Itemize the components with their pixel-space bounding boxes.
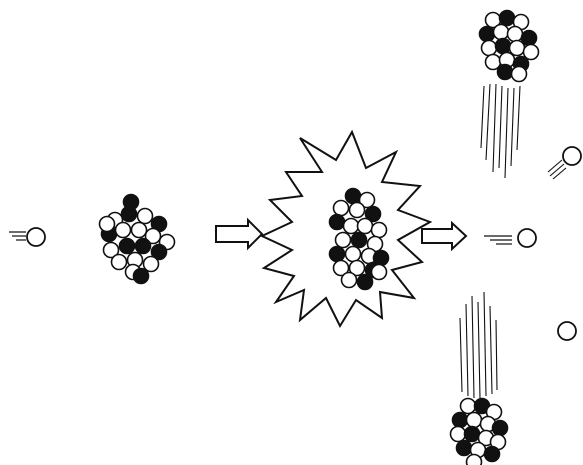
fission-fragment-bottom bbox=[451, 292, 508, 465]
released-neutron-upper bbox=[548, 147, 581, 179]
hollow-arrow-right-icon bbox=[422, 223, 466, 249]
released-neutron-middle bbox=[484, 229, 536, 247]
target-nucleus-icon bbox=[100, 195, 175, 284]
hollow-arrow-right-icon bbox=[216, 220, 262, 248]
motion-lines-icon bbox=[9, 232, 26, 240]
motion-lines-icon bbox=[460, 292, 497, 398]
fission-fragment-top bbox=[480, 11, 539, 179]
incoming-neutron-icon bbox=[9, 228, 45, 246]
neutron-icon bbox=[558, 322, 576, 340]
motion-lines-icon bbox=[484, 236, 512, 244]
motion-lines-icon bbox=[481, 84, 520, 178]
released-neutron-lower bbox=[558, 322, 576, 340]
neutron-icon bbox=[563, 147, 581, 165]
fission-fragment-icon bbox=[451, 399, 508, 465]
motion-lines-icon bbox=[548, 160, 566, 179]
neutron-icon bbox=[27, 228, 45, 246]
neutron-icon bbox=[518, 229, 536, 247]
fission-fragment-icon bbox=[480, 11, 539, 82]
